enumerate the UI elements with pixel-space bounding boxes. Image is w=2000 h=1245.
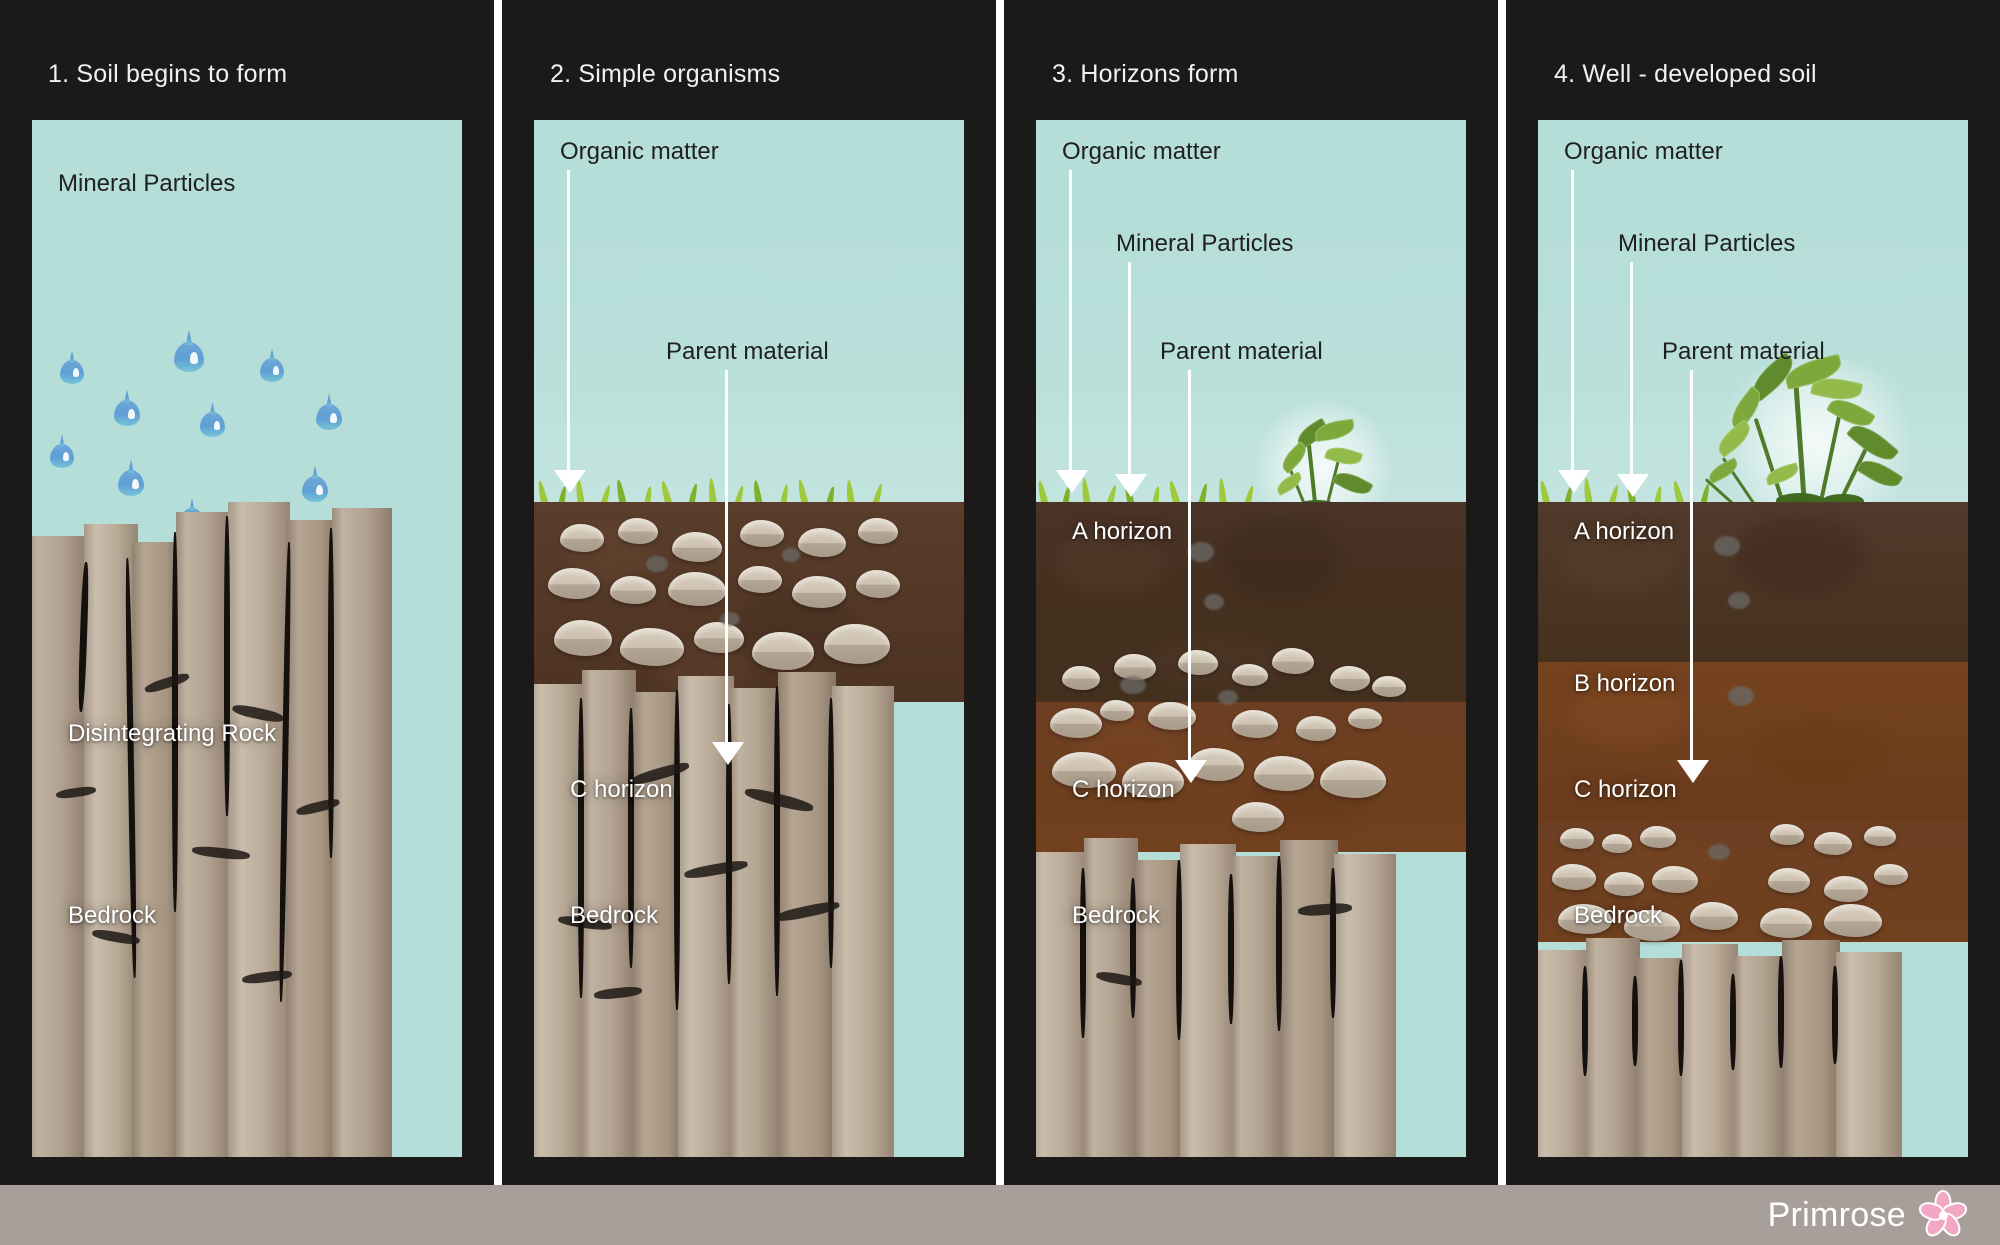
water-drop-icon bbox=[114, 400, 140, 426]
label-bedrock-1: Bedrock bbox=[68, 902, 157, 929]
brand-name: Primrose bbox=[1767, 1195, 1906, 1234]
bedrock-art-4 bbox=[1538, 932, 1968, 1157]
water-drop-icon bbox=[260, 358, 284, 382]
water-drop-icon bbox=[174, 342, 204, 372]
sky-3 bbox=[1036, 120, 1466, 502]
callout-label-parent-material-2: Parent material bbox=[666, 338, 829, 365]
callout-label-mineral-particles-4: Mineral Particles bbox=[1618, 230, 1796, 257]
label-c-horizon-4: C horizon bbox=[1574, 776, 1677, 803]
label-bedrock-4: Bedrock bbox=[1574, 902, 1663, 929]
panel-1-title: 1. Soil begins to form bbox=[48, 60, 288, 88]
label-c-horizon-3: C horizon bbox=[1072, 776, 1175, 803]
water-drop-icon bbox=[118, 470, 144, 496]
brand-logo[interactable]: Primrose bbox=[1767, 1190, 1970, 1241]
callout-label-organic-matter-3: Organic matter bbox=[1062, 138, 1221, 165]
panel-4-title: 4. Well - developed soil bbox=[1554, 60, 1817, 88]
panel-strip: 1. Soil begins to form Mineral Particles bbox=[0, 0, 2000, 1185]
label-c-horizon-2: C horizon bbox=[570, 776, 673, 803]
panel-stage-1[interactable]: 1. Soil begins to form Mineral Particles bbox=[0, 0, 494, 1185]
label-a-horizon-4: A horizon bbox=[1574, 518, 1675, 545]
label-mineral-particles-1: Mineral Particles bbox=[58, 170, 236, 197]
a-horizon-layer-4 bbox=[1538, 502, 1968, 662]
label-disintegrating-rock: Disintegrating Rock bbox=[68, 720, 277, 747]
water-drop-icon bbox=[302, 476, 328, 502]
callout-label-parent-material-4: Parent material bbox=[1662, 338, 1825, 365]
bedrock-art-2 bbox=[534, 668, 964, 1157]
label-bedrock-3: Bedrock bbox=[1072, 902, 1161, 929]
water-drop-icon bbox=[60, 360, 84, 384]
panel-stage-4[interactable]: 4. Well - developed soil bbox=[1506, 0, 2000, 1185]
b-horizon-layer-4 bbox=[1538, 662, 1968, 822]
grass-row-3 bbox=[1036, 472, 1466, 507]
panel-2-title: 2. Simple organisms bbox=[550, 60, 781, 88]
panel-3-stage: Organic matter Mineral Particles Parent … bbox=[1036, 120, 1466, 1157]
water-drop-icon bbox=[316, 404, 342, 430]
grass-row-2 bbox=[534, 472, 964, 507]
panel-1-stage: Mineral Particles bbox=[32, 120, 462, 1157]
disintegrating-rock-art bbox=[32, 502, 462, 1157]
water-drop-icon bbox=[200, 412, 225, 437]
flower-icon bbox=[1916, 1190, 1970, 1241]
label-bedrock-2: Bedrock bbox=[570, 902, 659, 929]
panel-stage-2[interactable]: 2. Simple organisms bbox=[502, 0, 996, 1185]
sky-2 bbox=[534, 120, 964, 502]
callout-label-parent-material-3: Parent material bbox=[1160, 338, 1323, 365]
panel-4-stage: Organic matter Mineral Particles Parent … bbox=[1538, 120, 1968, 1157]
grass-row-4 bbox=[1538, 472, 1968, 507]
label-a-horizon-3: A horizon bbox=[1072, 518, 1173, 545]
water-drop-icon bbox=[50, 444, 74, 468]
panel-3-title: 3. Horizons form bbox=[1052, 60, 1239, 88]
panel-stage-3[interactable]: 3. Horizons form bbox=[1004, 0, 1498, 1185]
panel-2-stage: Organic matter Parent material C horizon… bbox=[534, 120, 964, 1157]
callout-label-organic-matter-4: Organic matter bbox=[1564, 138, 1723, 165]
label-b-horizon-4: B horizon bbox=[1574, 670, 1676, 697]
callout-label-mineral-particles-3: Mineral Particles bbox=[1116, 230, 1294, 257]
bedrock-art-3 bbox=[1036, 834, 1466, 1157]
callout-label-organic-matter-2: Organic matter bbox=[560, 138, 719, 165]
footer-bar: Primrose bbox=[0, 1185, 2000, 1245]
